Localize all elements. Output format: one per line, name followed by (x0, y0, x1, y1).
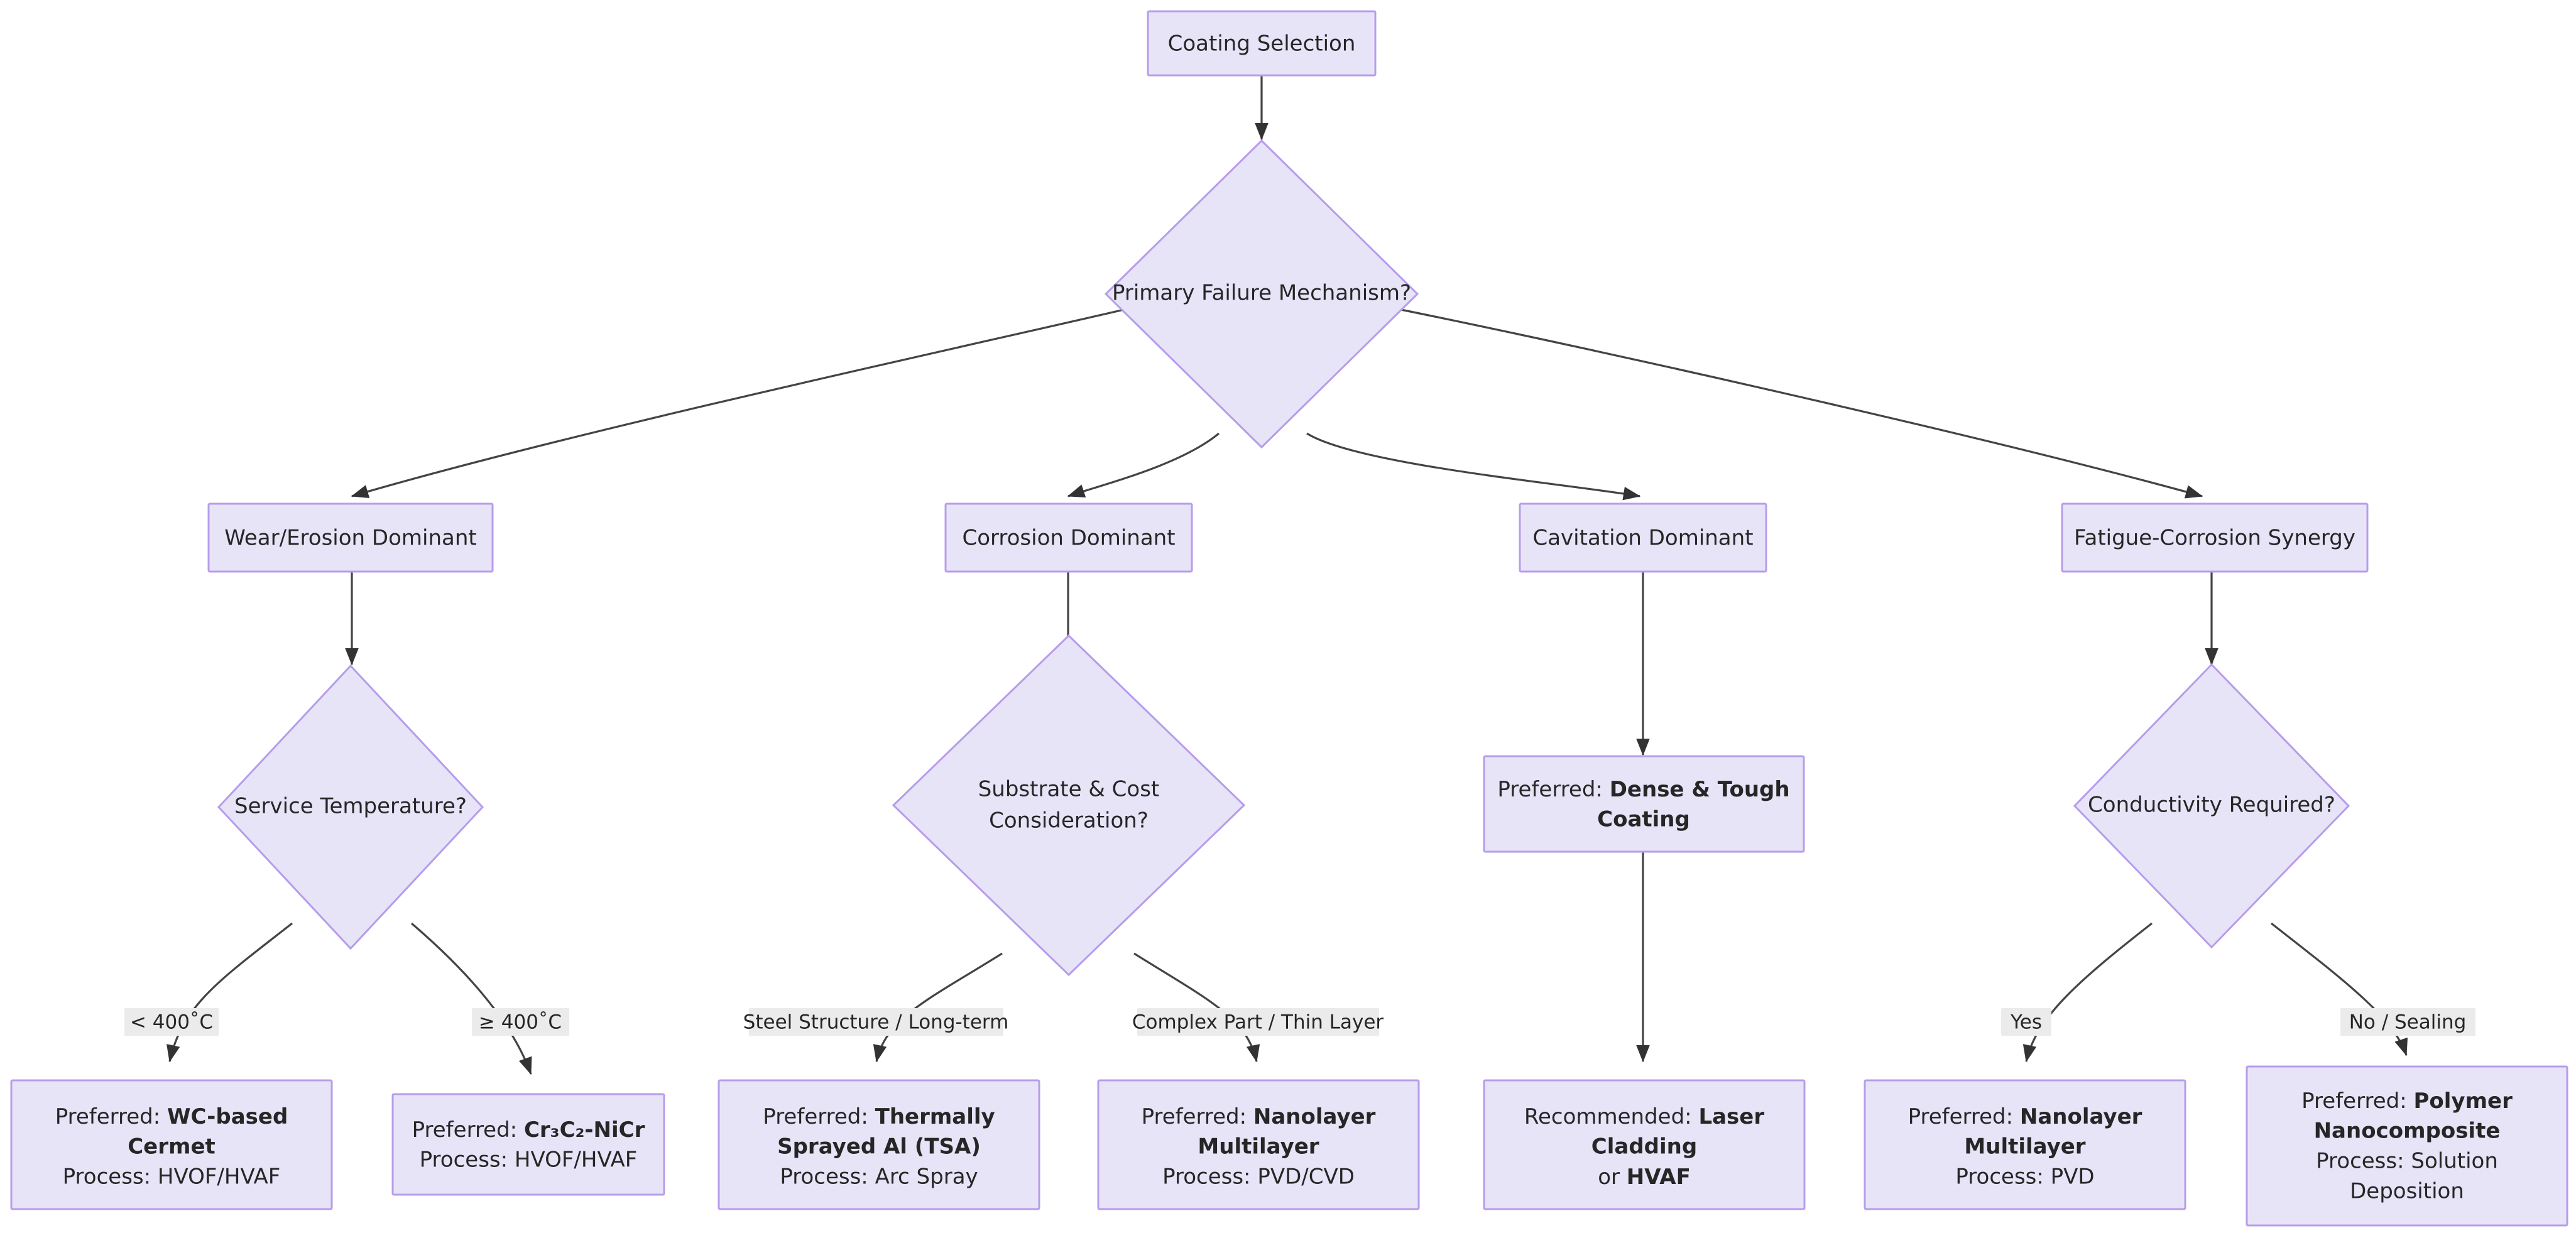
node-laser-cladding-line2: Cladding (1591, 1134, 1697, 1159)
node-nanolayer-multilayer-pvd-line1: Preferred: Nanolayer (1908, 1104, 2142, 1129)
node-nanolayer-multilayer-pvdcvd[interactable]: Preferred: Nanolayer Multilayer Process:… (1097, 1079, 1420, 1210)
edges-layer (166, 75, 2408, 1075)
node-cr3c2-nicr[interactable]: Preferred: Cr₃C₂-NiCr Process: HVOF/HVAF (391, 1093, 665, 1196)
node-wear-erosion-dominant[interactable]: Wear/Erosion Dominant (207, 502, 494, 573)
node-corrosion-dominant[interactable]: Corrosion Dominant (944, 502, 1193, 573)
edge-conductivity-to-polymer-nano (2271, 922, 2408, 1056)
edge-primary-to-wear (351, 308, 1127, 499)
edge-primary-to-corrosion (1067, 432, 1220, 498)
node-primary-failure-mechanism[interactable]: Primary Failure Mechanism? (1104, 139, 1419, 449)
node-dense-tough-coating-line2: Coating (1597, 807, 1690, 832)
edge-label-yes: Yes (2001, 1008, 2051, 1036)
node-thermally-sprayed-al-line1: Preferred: Thermally (763, 1104, 995, 1129)
node-corrosion-dominant-label: Corrosion Dominant (962, 526, 1175, 551)
node-coating-selection-label: Coating Selection (1168, 31, 1356, 57)
node-polymer-nanocomposite[interactable]: Preferred: Polymer Nanocomposite Process… (2246, 1065, 2568, 1227)
node-fatigue-corrosion-synergy[interactable]: Fatigue-Corrosion Synergy (2061, 502, 2369, 573)
node-nanolayer-multilayer-pvd-line2: Multilayer (1964, 1134, 2085, 1159)
node-polymer-nanocomposite-line2: Nanocomposite (2314, 1119, 2501, 1144)
node-dense-tough-coating-line1: Preferred: Dense & Tough (1497, 777, 1789, 802)
node-nanolayer-multilayer-pvd[interactable]: Preferred: Nanolayer Multilayer Process:… (1864, 1079, 2186, 1210)
edge-primary-to-fatigue (1397, 308, 2203, 499)
node-coating-selection[interactable]: Coating Selection (1147, 10, 1377, 77)
edge-label-complex-thin-layer: Complex Part / Thin Layer (1132, 1008, 1384, 1036)
edge-service-temp-to-cr3c2 (410, 922, 532, 1075)
edge-substrate-cost-to-nanolayer-pvdcvd (1133, 952, 1260, 1063)
node-service-temperature[interactable]: Service Temperature? (217, 664, 484, 950)
node-substrate-cost-consideration-label-line1: Substrate & Cost (978, 777, 1160, 802)
node-primary-failure-mechanism-label: Primary Failure Mechanism? (1112, 281, 1411, 306)
edge-label-temp-high: ≥ 400˚C (472, 1008, 569, 1036)
node-cavitation-dominant[interactable]: Cavitation Dominant (1519, 502, 1767, 573)
node-conductivity-required-label: Conductivity Required? (2088, 793, 2335, 818)
edge-label-temp-high-text: ≥ 400˚C (479, 1011, 562, 1034)
edge-label-yes-text: Yes (2010, 1011, 2042, 1034)
node-wc-based-cermet[interactable]: Preferred: WC-based Cermet Process: HVOF… (10, 1079, 333, 1210)
node-polymer-nanocomposite-line4: Deposition (2350, 1179, 2464, 1204)
edge-service-temp-to-wc-cermet (166, 922, 293, 1063)
node-laser-cladding[interactable]: Recommended: Laser Cladding or HVAF (1483, 1079, 1806, 1210)
edge-label-steel-long-term-text: Steel Structure / Long-term (743, 1011, 1009, 1034)
node-cr3c2-nicr-line2: Process: HVOF/HVAF (420, 1148, 638, 1173)
node-wear-erosion-dominant-label: Wear/Erosion Dominant (224, 526, 476, 551)
edge-labels-layer: < 400˚C ≥ 400˚C Steel Structure / Long-t… (124, 1008, 2475, 1036)
node-thermally-sprayed-al-line3: Process: Arc Spray (780, 1165, 978, 1190)
edge-label-complex-thin-layer-text: Complex Part / Thin Layer (1132, 1011, 1384, 1034)
edge-label-temp-low: < 400˚C (124, 1008, 219, 1036)
edge-label-steel-long-term: Steel Structure / Long-term (743, 1008, 1009, 1036)
node-laser-cladding-line3: or HVAF (1598, 1165, 1691, 1190)
node-substrate-cost-consideration-label-line2: Consideration? (989, 808, 1149, 833)
node-nanolayer-multilayer-pvd-line3: Process: PVD (1955, 1165, 2094, 1190)
node-nanolayer-multilayer-pvdcvd-line3: Process: PVD/CVD (1162, 1165, 1355, 1190)
node-nanolayer-multilayer-pvdcvd-line2: Multilayer (1198, 1134, 1319, 1159)
node-polymer-nanocomposite-line3: Process: Solution (2316, 1149, 2498, 1174)
node-fatigue-corrosion-synergy-label: Fatigue-Corrosion Synergy (2074, 526, 2355, 551)
node-thermally-sprayed-al[interactable]: Preferred: Thermally Sprayed Al (TSA) Pr… (718, 1079, 1040, 1210)
edge-conductivity-to-nanolayer-pvd (2022, 922, 2153, 1063)
node-wc-based-cermet-line1: Preferred: WC-based (55, 1104, 288, 1129)
nodes-layer: Coating Selection Primary Failure Mechan… (10, 10, 2568, 1227)
node-cavitation-dominant-label: Cavitation Dominant (1532, 526, 1753, 551)
edge-label-no-sealing-text: No / Sealing (2349, 1011, 2467, 1034)
node-dense-tough-coating[interactable]: Preferred: Dense & Tough Coating (1483, 755, 1805, 853)
node-wc-based-cermet-line3: Process: HVOF/HVAF (63, 1165, 281, 1190)
edge-label-temp-low-text: < 400˚C (130, 1011, 213, 1034)
edge-label-no-sealing: No / Sealing (2340, 1008, 2475, 1036)
node-wc-based-cermet-line2: Cermet (128, 1134, 216, 1159)
node-thermally-sprayed-al-line2: Sprayed Al (TSA) (777, 1134, 981, 1159)
node-laser-cladding-line1: Recommended: Laser (1524, 1104, 1764, 1129)
node-nanolayer-multilayer-pvdcvd-line1: Preferred: Nanolayer (1142, 1104, 1376, 1129)
node-polymer-nanocomposite-line1: Preferred: Polymer (2301, 1089, 2513, 1114)
node-conductivity-required[interactable]: Conductivity Required? (2073, 663, 2350, 949)
node-substrate-cost-consideration[interactable]: Substrate & Cost Consideration? (892, 634, 1246, 977)
node-cr3c2-nicr-line1: Preferred: Cr₃C₂-NiCr (412, 1117, 645, 1143)
edge-primary-to-cavitation (1306, 432, 1641, 501)
edge-substrate-cost-to-tsa (873, 952, 1003, 1063)
node-service-temperature-label: Service Temperature? (234, 794, 467, 819)
